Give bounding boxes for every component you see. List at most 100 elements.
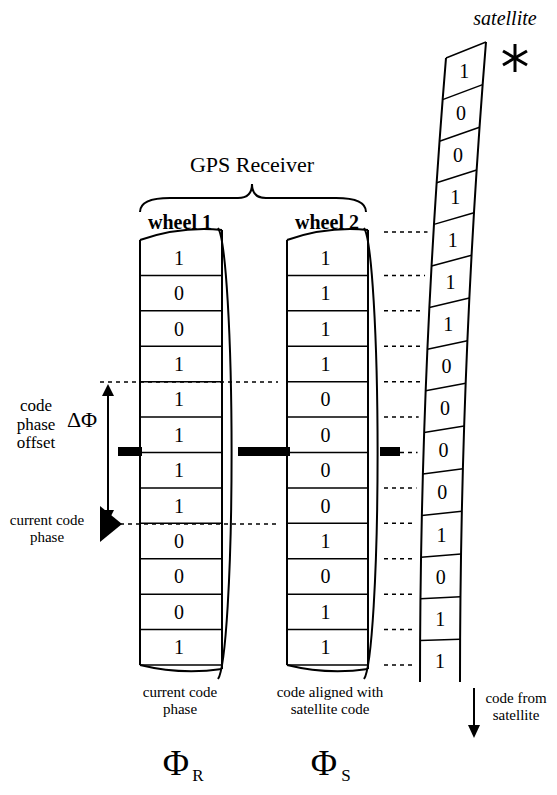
alignment-dash — [384, 416, 419, 418]
cell-divider — [440, 127, 480, 141]
wheel-edge — [221, 230, 223, 669]
code-bit: 0 — [437, 481, 447, 503]
code-bit: 1 — [435, 650, 445, 672]
alignment-dash — [384, 487, 417, 489]
cell-divider — [287, 664, 368, 666]
cell-divider — [424, 426, 464, 432]
code-bit: 1 — [321, 353, 331, 375]
code-bit: 0 — [321, 565, 331, 587]
cell-divider — [287, 593, 368, 595]
satellite-star — [503, 44, 527, 72]
cell-divider — [140, 664, 222, 666]
code-bit: 0 — [436, 566, 446, 588]
code-bit: 1 — [321, 318, 331, 340]
alignment-dash — [384, 593, 415, 595]
code-bit: 1 — [445, 271, 455, 293]
alignment-dash — [384, 231, 428, 233]
cell-divider — [140, 346, 222, 348]
code-bit: 1 — [174, 388, 184, 410]
phase-marker — [100, 506, 122, 542]
offset-arrow — [102, 384, 114, 522]
satellite-label: satellite — [473, 7, 536, 29]
cell-divider — [420, 597, 460, 599]
cell-divider — [423, 469, 463, 474]
cell-divider — [140, 593, 222, 595]
delta-phi-symbol: ΔΦ — [67, 408, 97, 432]
satellite-code-label: code from satellite — [478, 690, 554, 723]
code-bit: 1 — [436, 524, 446, 546]
alignment-dash — [384, 310, 423, 312]
wheel-bottom — [140, 665, 222, 671]
cell-divider — [287, 416, 368, 418]
cell-divider — [140, 416, 222, 418]
aligned-label: code aligned with satellite code — [263, 684, 398, 717]
phase-label: current code phase — [3, 512, 91, 545]
cell-divider — [427, 341, 467, 350]
cell-divider — [287, 346, 368, 348]
receiver-brace — [140, 184, 366, 212]
cell-divider — [287, 275, 368, 277]
cell-divider — [437, 170, 477, 183]
alignment-dash — [384, 275, 425, 277]
cell-divider — [421, 554, 461, 557]
cell-divider — [140, 275, 222, 277]
code-bit: 0 — [174, 601, 184, 623]
cell-divider — [426, 383, 466, 390]
code-bit: 1 — [174, 353, 184, 375]
code-bit: 1 — [450, 186, 460, 208]
code-bit: 1 — [321, 601, 331, 623]
code-bit: 0 — [438, 439, 448, 461]
cell-divider — [434, 213, 474, 225]
subscript: R — [192, 767, 203, 786]
alignment-dash — [384, 664, 414, 666]
wheel-drawing — [140, 228, 378, 679]
code-bit: 0 — [174, 282, 184, 304]
alignment-dash — [384, 558, 415, 560]
code-bit: 0 — [321, 459, 331, 481]
cell-divider — [287, 381, 368, 383]
cell-divider — [287, 310, 368, 312]
alignment-dash — [384, 346, 422, 348]
code-bit: 0 — [321, 388, 331, 410]
code-bit: 1 — [174, 424, 184, 446]
subscript: S — [341, 767, 350, 786]
code-bit: 0 — [174, 530, 184, 552]
wheel-label: wheel 1 — [148, 211, 212, 233]
code-bit: 0 — [174, 565, 184, 587]
receiver-label: GPS Receiver — [190, 153, 314, 177]
code-bit: 1 — [448, 229, 458, 251]
wheel-edge — [367, 230, 369, 669]
wheel-label: wheel 2 — [295, 211, 359, 233]
code-bit: 1 — [321, 282, 331, 304]
cell-divider — [446, 42, 486, 58]
cell-divider — [420, 639, 460, 640]
cell-divider — [287, 558, 368, 560]
code-bit: 1 — [174, 459, 184, 481]
code-bit: 0 — [321, 424, 331, 446]
axle-bar — [118, 447, 400, 456]
code-bit: 0 — [456, 102, 466, 124]
alignment-dash — [384, 523, 416, 525]
cell-divider — [140, 310, 222, 312]
cell-divider — [140, 452, 222, 454]
code-bit: 0 — [440, 397, 450, 419]
cell-divider — [422, 511, 462, 515]
satellite-code-strip — [420, 42, 486, 682]
code-bit: 1 — [435, 608, 445, 630]
offset-dashes — [100, 382, 278, 524]
cell-divider — [429, 298, 469, 308]
code-bit: 1 — [321, 247, 331, 269]
alignment-dash — [384, 381, 420, 383]
cell-divider — [432, 255, 472, 266]
code-bit: 1 — [443, 313, 453, 335]
offset-label: code phase offset — [6, 397, 66, 453]
wheel-rim — [364, 228, 378, 679]
phase-label: current code phase — [133, 684, 228, 717]
code-bit: 0 — [321, 495, 331, 517]
cell-divider — [287, 452, 368, 454]
code-bit: 1 — [321, 636, 331, 658]
code-bit: 0 — [442, 355, 452, 377]
cell-divider — [140, 558, 222, 560]
code-bit: 1 — [321, 530, 331, 552]
